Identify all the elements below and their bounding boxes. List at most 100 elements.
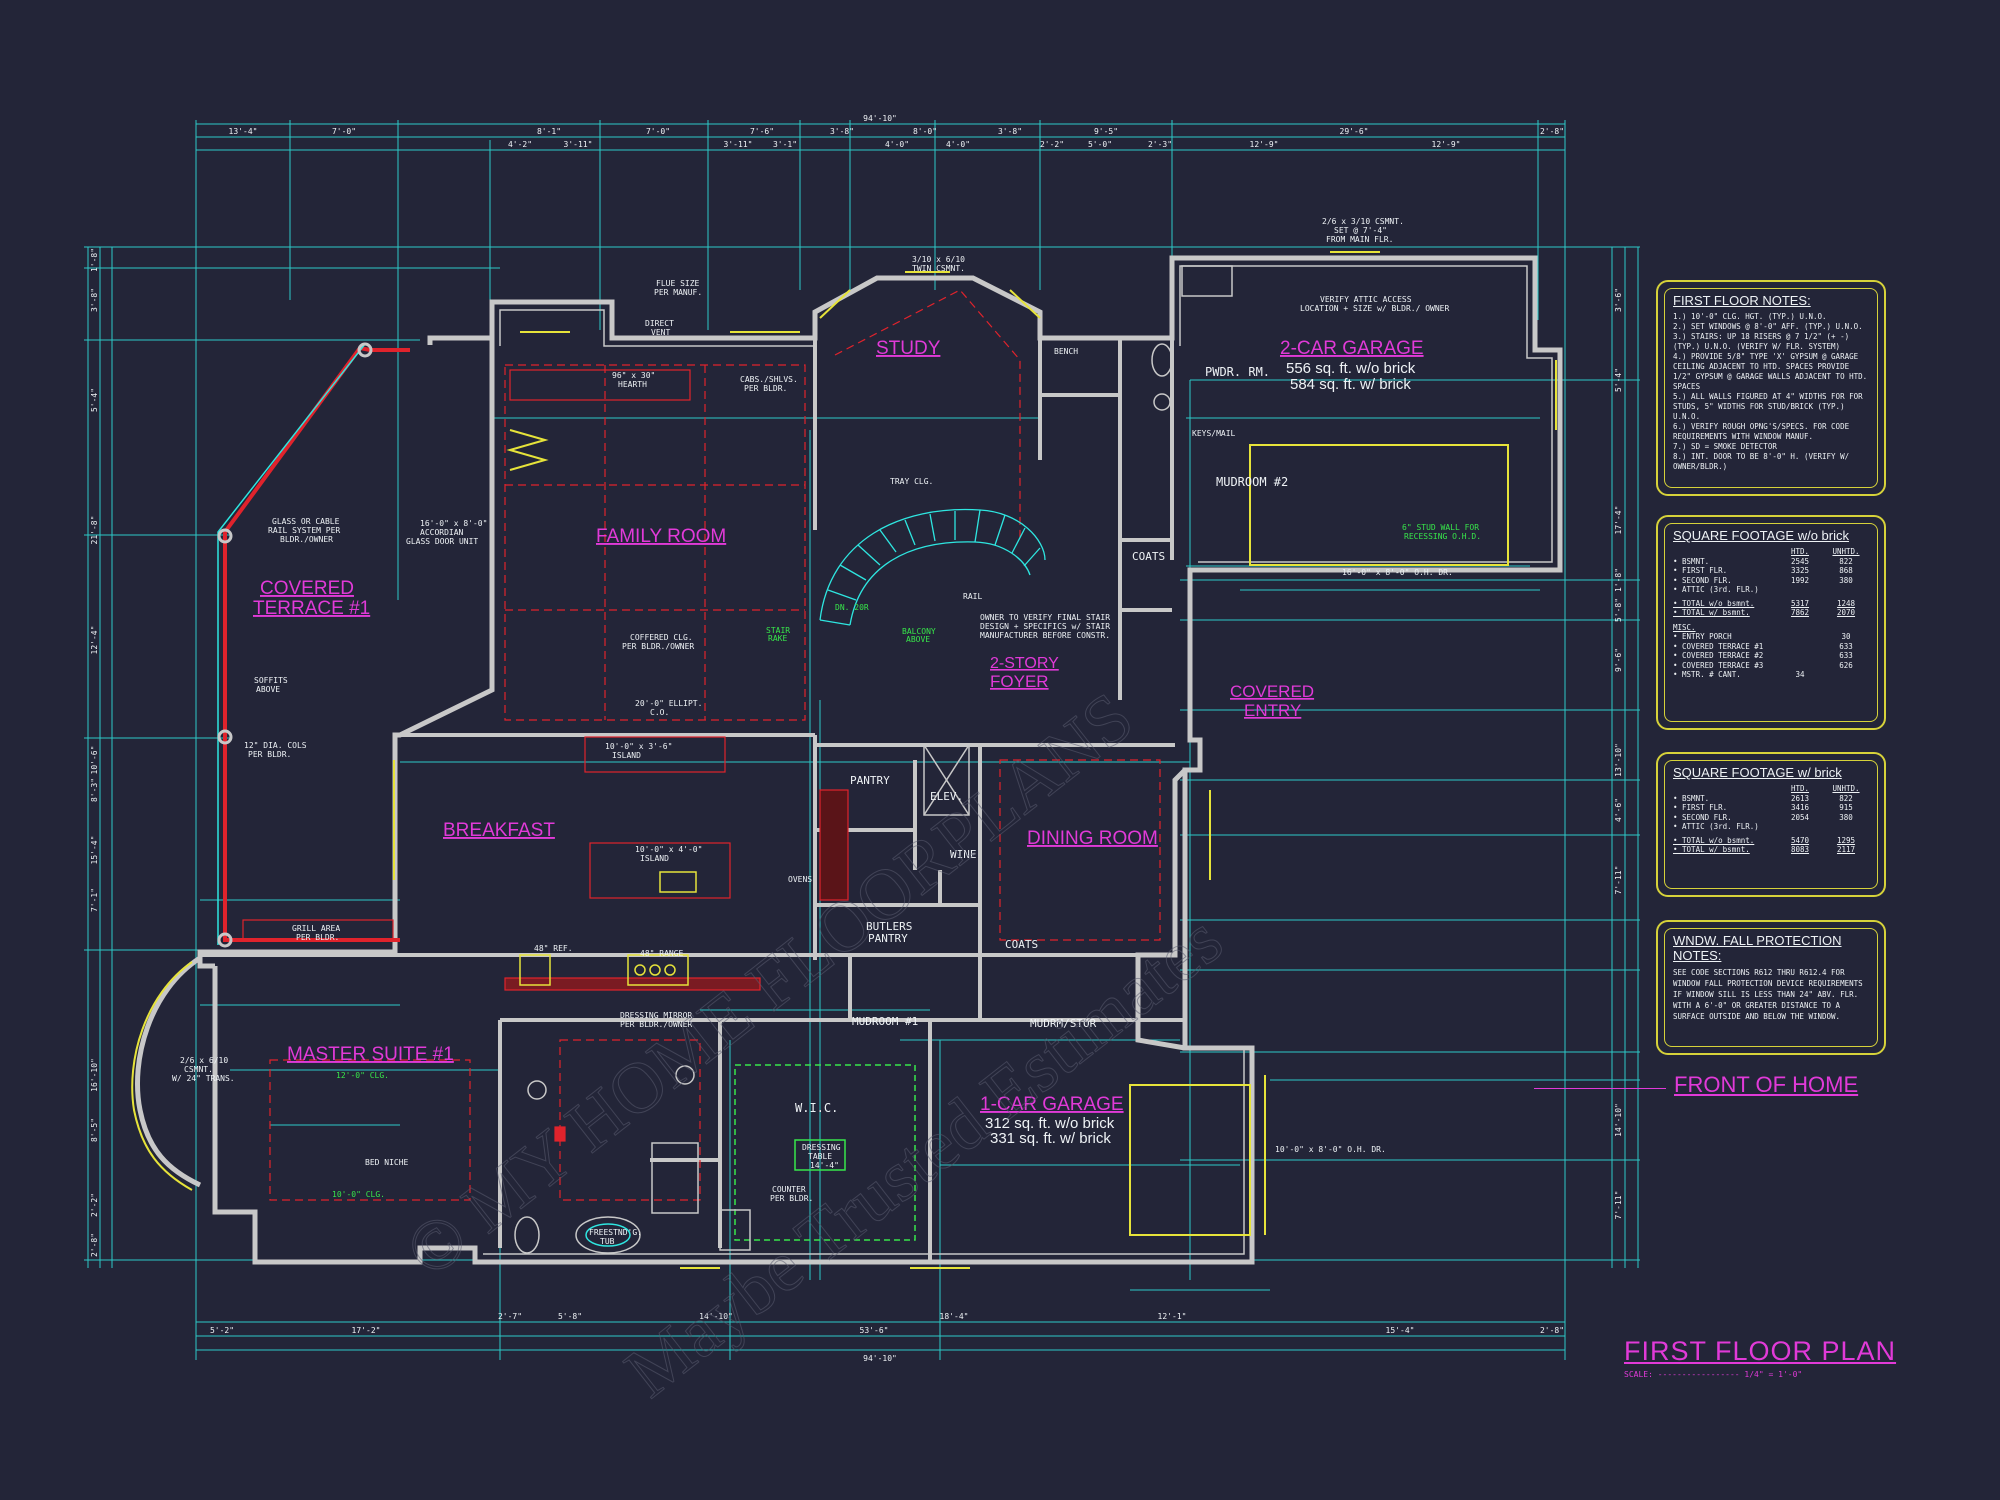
room-dining: DINING ROOM [1027,828,1158,849]
room-covered-entry-2: ENTRY [1244,701,1301,720]
room-foyer-2: FOYER [990,672,1049,691]
top-dimension-2: 3'-11" [564,140,593,149]
dressing-table-2: TABLE [808,1152,832,1161]
garage-1-sqft-1: 312 sq. ft. w/o brick [985,1115,1115,1132]
sqft-cell: • ATTIC (3rd. FLR.) [1673,822,1759,831]
plan-scale: SCALE: ----------------- 1/4" = 1'-0" [1624,1370,1803,1379]
sqft-cell: • TOTAL w/o bsmnt. [1673,835,1755,845]
first-floor-notes-list: 1.) 10'-0" CLG. HGT. (TYP.) U.N.O.2.) SE… [1673,312,1869,472]
sqft-cell: 2613 [1790,793,1810,803]
room-coats: COATS [1132,550,1165,563]
sqft-without-brick-title: SQUARE FOOTAGE w/o brick [1673,528,1850,543]
sqft-cell: • TOTAL w/ bsmnt. [1673,845,1750,854]
sqft-with-brick-panel: SQUARE FOOTAGE w/ brick HTD.UNHTD.• BSMN… [1656,752,1886,897]
room-wic: W.I.C. [795,1101,838,1115]
glass-rail-1: GLASS OR CABLE [272,517,340,526]
sqft-cell [1777,822,1823,832]
sqft-cell [1823,822,1869,832]
sqft-cell: 633 [1839,641,1853,651]
note-item: 5.) ALL WALLS FIGURED AT 4" WIDTHS FOR F… [1673,392,1863,421]
accordian-note-1: 16'-0" x 8'-0" [420,519,487,528]
fall-protection-title: WNDW. FALL PROTECTION NOTES: [1673,933,1842,963]
room-coats-2: COATS [1005,938,1038,951]
fall-protection-panel: WNDW. FALL PROTECTION NOTES: SEE CODE SE… [1656,920,1886,1055]
sqft-cell: 868 [1839,566,1853,575]
terrace-outline [223,345,410,942]
garage-2-sqft-1: 556 sq. ft. w/o brick [1286,360,1416,377]
first-floor-notes-panel: FIRST FLOOR NOTES: 1.) 10'-0" CLG. HGT. … [1656,280,1886,496]
twin-csmt-2: TWIN CSMNT. [912,264,965,273]
windows [393,251,1557,1269]
sqft-cell: 380 [1839,812,1853,822]
bottom-dimension-2: 14'-10" [699,1312,733,1321]
fall-protection-text: SEE CODE SECTIONS R612 THRU R612.4 FOR W… [1673,968,1863,1021]
right-dimension: 13'-10" [1614,743,1623,777]
direct-vent-1: DIRECT [645,319,674,328]
green-details [651,1064,916,1241]
sqft-header: HTD. [1790,784,1810,793]
sqft-row: • ATTIC (3rd. FLR.) [1673,822,1869,832]
plan-title: FIRST FLOOR PLAN [1624,1336,1897,1366]
room-covered-terrace-1: COVERED [260,578,354,599]
left-dimension: 1'-8" [90,248,99,272]
note-item: 4.) PROVIDE 5/8" TYPE 'X' GYPSUM @ GARAG… [1673,352,1868,391]
top-dimension-2: 4'-2" [508,140,532,149]
right-dimension: 17'-4" [1614,506,1623,535]
overall-dimension-bottom: 94'-10" [863,1354,897,1363]
sqft-cell: 1992 [1790,575,1810,585]
garage-2-sqft-2: 584 sq. ft. w/ brick [1290,376,1411,393]
top-dimension-2: 4'-0" [885,140,909,149]
sqft-cell: • TOTAL w/o bsmnt. [1673,598,1755,608]
terrace-edge [217,343,366,945]
sqft-cell: 1295 [1836,835,1856,845]
ceiling-solid [242,369,849,1142]
keys-mail: KEYS/MAIL [1192,429,1236,438]
note-item: 1.) 10'-0" CLG. HGT. (TYP.) U.N.O. [1673,312,1827,321]
left-dimension: 12'-4" [90,626,99,655]
left-dimension: 2'-2" [90,1193,99,1217]
stair-note-2: DESIGN + SPECIFICS w/ STAIR [980,622,1110,631]
garage-1-sqft-2: 331 sq. ft. w/ brick [990,1130,1111,1147]
sqft-cell: 3325 [1790,566,1810,575]
sqft-cell: • COVERED TERRACE #2 [1673,651,1764,660]
balcony-2: ABOVE [906,635,930,644]
sqft-cell: 7862 [1790,608,1810,617]
top-dimension-2: 3'-11" [724,140,753,149]
bottom-dimension: 17'-2" [352,1326,381,1335]
right-dimension: 1'-8" [1614,568,1623,592]
ovens-note: OVENS [788,875,812,884]
bottom-dimension: 53'-6" [860,1326,889,1335]
sqft-cell: • MSTR. # CANT. [1673,670,1741,679]
room-mudrm-stor: MUDRM/STOR [1030,1017,1097,1030]
sqft-row: • ATTIC (3rd. FLR.) [1673,585,1869,595]
top-dimension-2: 4'-0" [946,140,970,149]
transom-2: CSMNT. [184,1065,213,1074]
left-dimension: 10'-6" [90,746,99,775]
annotations: 16'-0" x 8'-0" ACCORDIAN GLASS DOOR UNIT… [172,217,1481,1246]
top-dimension: 3'-8" [830,127,854,136]
top-dimension: 8'-1" [537,127,561,136]
master-bay-windows [131,961,193,1191]
sqft-cell: • ATTIC (3rd. FLR.) [1673,585,1759,594]
range-note: 48" RANGE [640,949,684,958]
left-dimension: 2'-8" [90,1233,99,1257]
master-clg: 12'-0" CLG. [336,1071,389,1080]
flue-1: FLUE SIZE [656,279,700,288]
direct-vent-2: VENT [651,328,670,337]
room-covered-terrace-2: TERRACE #1 [253,598,370,619]
right-dimension: 5'-8" [1614,598,1623,622]
right-dimension: 7'-11" [1614,866,1623,895]
dn-note: DN. 20R [835,603,869,612]
sqft-header: UNHTD. [1832,784,1860,793]
counter-2: PER BLDR. [770,1194,813,1203]
transom-3: W/ 24" TRANS. [172,1074,235,1083]
garage-door-1: 16'-0" x 8'-0" O.H. DR. [1342,568,1453,577]
hearth-1: 96" x 30" [612,371,655,380]
room-garage-2: 2-CAR GARAGE [1280,338,1424,359]
cabs-1: CABS./SHLVS. [740,375,798,384]
